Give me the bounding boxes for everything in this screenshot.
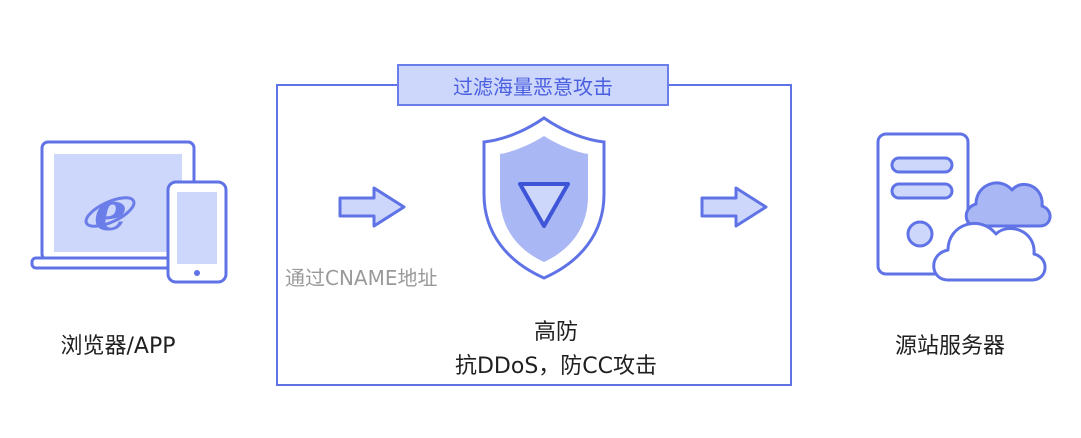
protection-title: 高防 bbox=[533, 320, 579, 345]
shield-icon bbox=[482, 116, 606, 280]
arrow-right-icon bbox=[338, 186, 406, 228]
filter-title: 过滤海量恶意攻击 bbox=[453, 74, 613, 99]
cname-label: 通过CNAME地址 bbox=[285, 266, 438, 290]
client-label: 浏览器/APP bbox=[60, 334, 176, 359]
svg-text:e: e bbox=[94, 182, 127, 243]
filter-title-box: 过滤海量恶意攻击 bbox=[397, 64, 669, 106]
laptop-phone-browser-icon: e bbox=[30, 140, 228, 284]
protection-subtitle: 抗DDoS，防CC攻击 bbox=[454, 354, 658, 379]
arrow-right-icon bbox=[700, 186, 768, 228]
server-cloud-icon bbox=[876, 132, 1052, 282]
origin-label: 源站服务器 bbox=[894, 334, 1006, 359]
